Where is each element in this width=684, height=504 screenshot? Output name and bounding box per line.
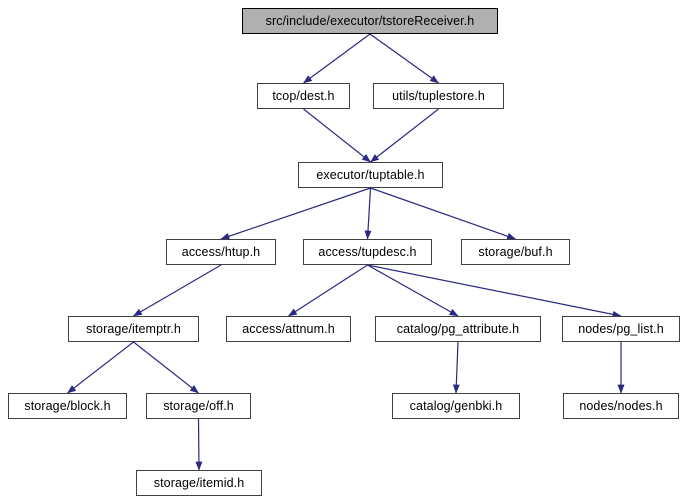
graph-node-label: storage/block.h [24,398,111,413]
graph-node-label: src/include/executor/tstoreReceiver.h [265,13,475,28]
graph-node-label: catalog/genbki.h [409,398,503,413]
graph-node-label: utils/tuplestore.h [392,88,485,103]
graph-node-label: access/attnum.h [242,321,335,336]
graph-node-itemptr[interactable]: storage/itemptr.h [68,316,199,342]
graph-node-tuptable[interactable]: executor/tuptable.h [298,162,443,188]
graph-node-label: storage/off.h [163,398,234,413]
graph-node-nodes[interactable]: nodes/nodes.h [563,393,679,419]
graph-node-pg_attribute[interactable]: catalog/pg_attribute.h [375,316,541,342]
graph-node-tuplestore[interactable]: utils/tuplestore.h [373,83,504,109]
graph-node-label: executor/tuptable.h [316,167,425,182]
graph-node-label: catalog/pg_attribute.h [396,321,520,336]
graph-edge-tuptable-to-htup [220,187,371,240]
graph-edge-tuptable-to-buf [370,187,517,240]
graph-node-dest[interactable]: tcop/dest.h [257,83,350,109]
graph-node-htup[interactable]: access/htup.h [166,239,276,265]
graph-node-itemid[interactable]: storage/itemid.h [136,470,262,496]
graph-edge-tupdesc-to-pg_attribute [367,264,459,317]
graph-edge-itemptr-to-block [67,341,134,394]
graph-edge-dest-to-tuptable [303,108,371,163]
graph-edge-tstoreReceiver-to-dest [303,33,371,84]
graph-edge-tupdesc-to-pg_list [367,264,622,318]
graph-node-label: storage/itemptr.h [86,321,181,336]
graph-node-label: storage/buf.h [478,244,553,259]
graph-edge-tstoreReceiver-to-tuplestore [369,33,439,84]
graph-node-label: access/tupdesc.h [318,244,417,259]
graph-edge-tuptable-to-tupdesc [364,187,372,240]
graph-edge-tuplestore-to-tuptable [370,108,439,163]
graph-node-off[interactable]: storage/off.h [146,393,251,419]
graph-node-block[interactable]: storage/block.h [8,393,127,419]
graph-node-label: storage/itemid.h [153,475,245,490]
graph-edge-off-to-itemid [195,418,203,471]
graph-node-genbki[interactable]: catalog/genbki.h [392,393,520,419]
graph-node-label: nodes/pg_list.h [578,321,664,336]
graph-edge-tupdesc-to-attnum [287,264,368,317]
graph-node-pg_list[interactable]: nodes/pg_list.h [562,316,680,342]
graph-edge-itemptr-to-off [133,341,199,394]
graph-node-label: nodes/nodes.h [579,398,663,413]
graph-node-label: tcop/dest.h [272,88,335,103]
graph-edge-htup-to-itemptr [132,264,222,317]
graph-node-tstoreReceiver[interactable]: src/include/executor/tstoreReceiver.h [242,8,498,34]
graph-node-tupdesc[interactable]: access/tupdesc.h [303,239,432,265]
graph-edge-pg_attribute-to-genbki [452,341,460,394]
graph-node-buf[interactable]: storage/buf.h [461,239,570,265]
graph-node-attnum[interactable]: access/attnum.h [226,316,351,342]
graph-node-label: access/htup.h [181,244,261,259]
